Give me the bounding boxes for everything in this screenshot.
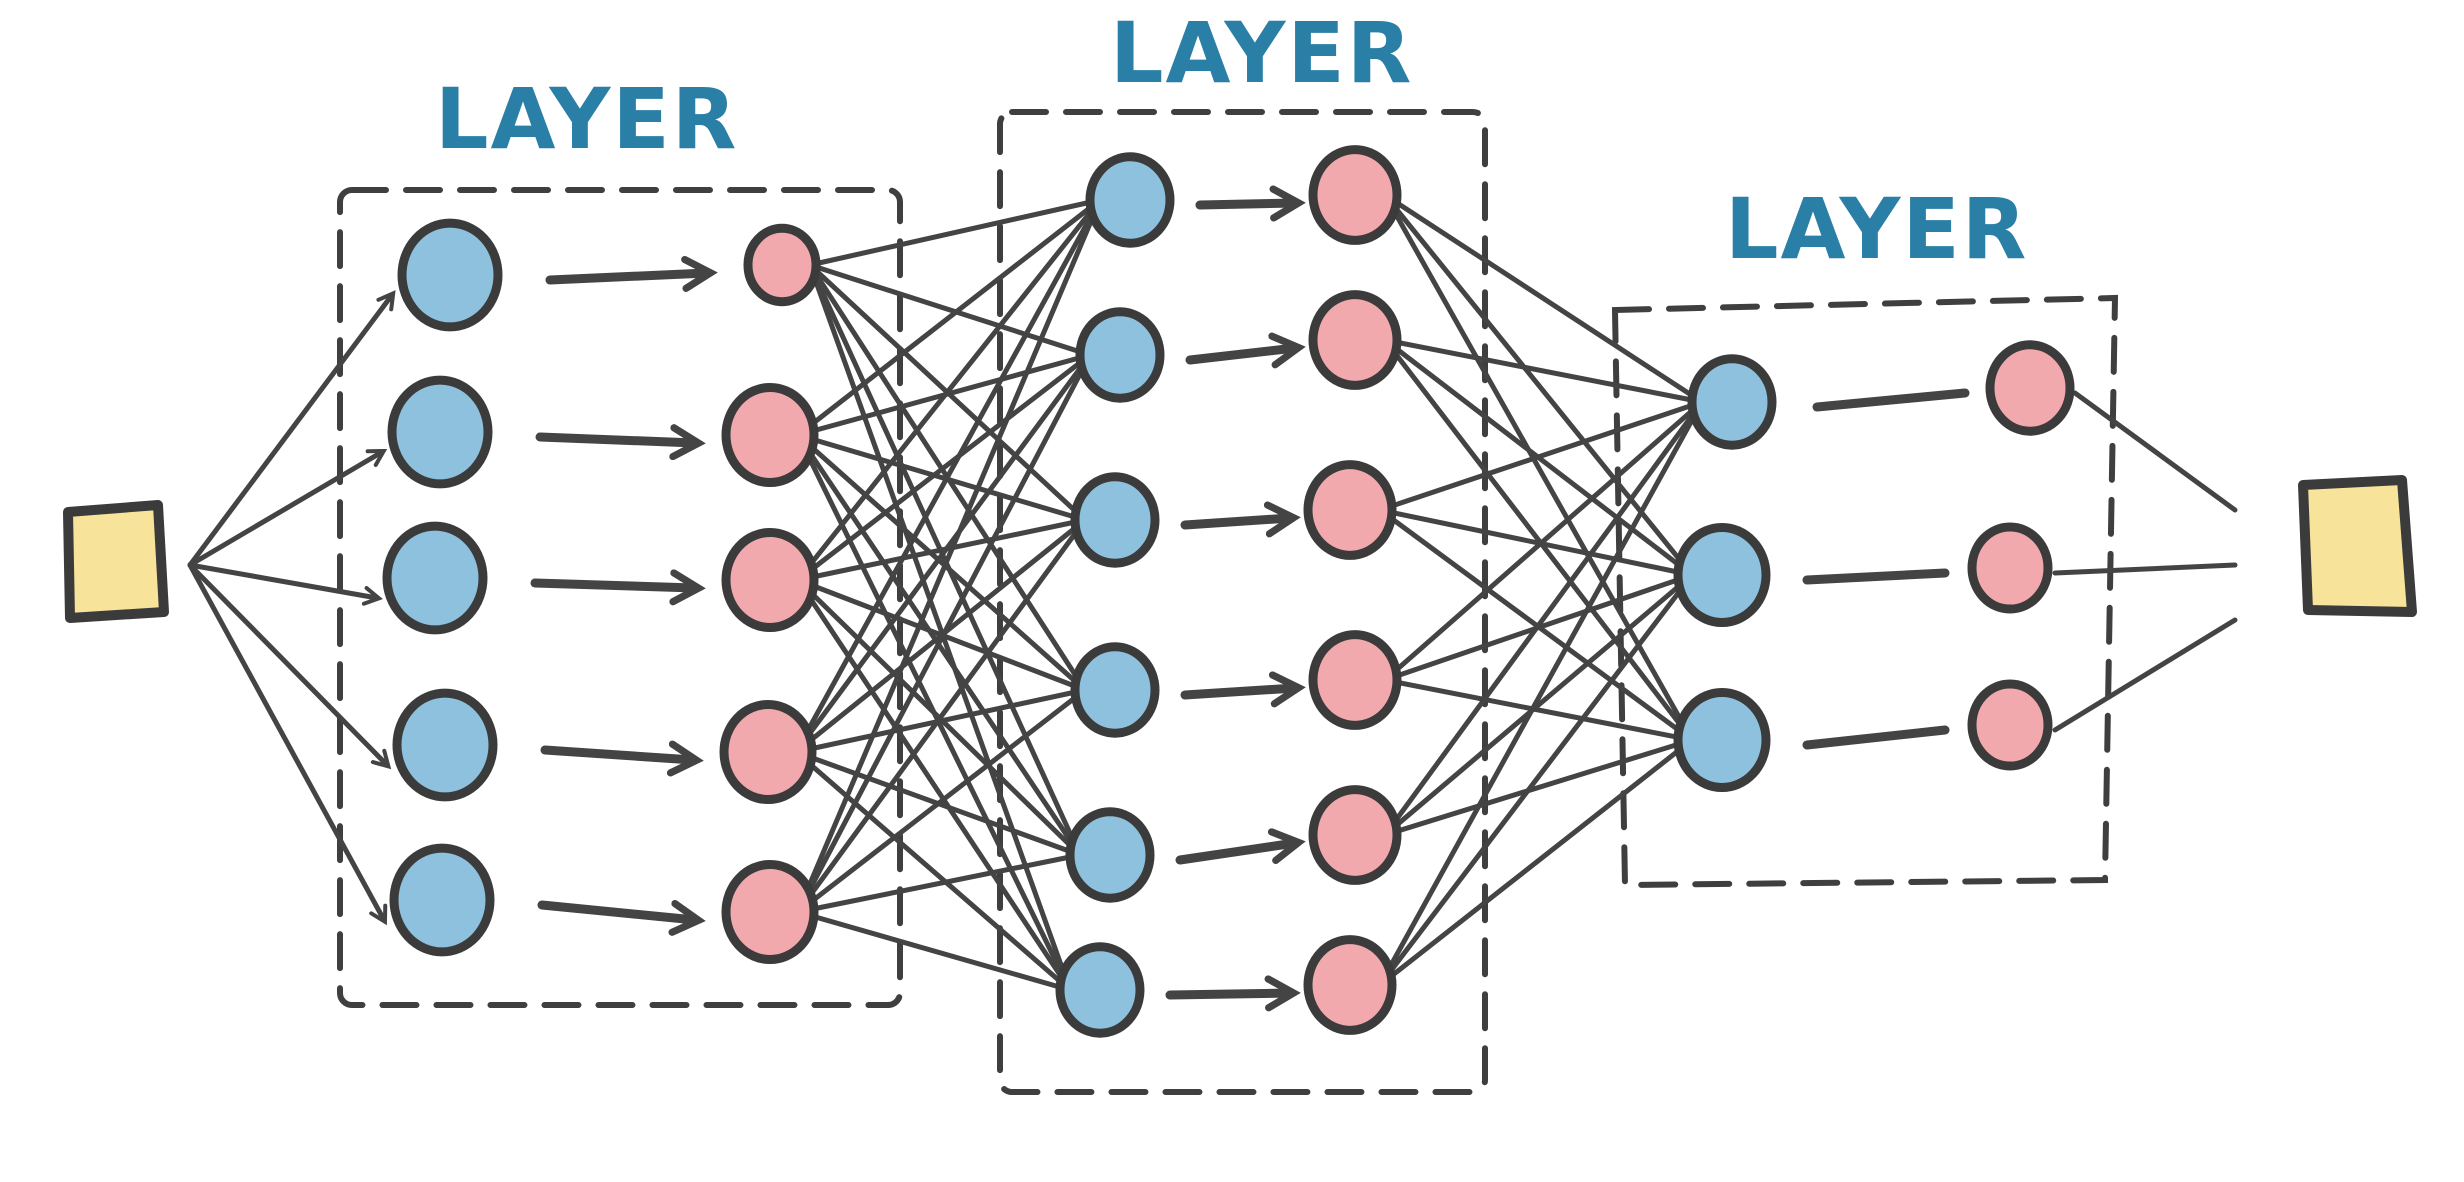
layer-1-output-node-3 [721,527,819,633]
layer-2-frame [997,109,1488,1095]
output-line-3 [2052,617,2238,733]
layer-2-arrow-5 [1175,828,1306,865]
link-l2-l3-3-0 [1382,399,1705,683]
layer-2-output-node-4 [1308,630,1402,730]
layer-2-output-node-1 [1308,145,1402,245]
link-l2-l3-4-0 [1382,399,1705,838]
layer-1-frame [337,187,903,1008]
link-l1-l2-4-3 [795,687,1088,915]
layer-1-arrow-2 [535,424,706,461]
link-l1-l2-4-1 [795,352,1093,915]
connections [793,192,2238,993]
input-arrow-5 [187,562,388,926]
link-l1-l2-4-4 [795,852,1083,915]
layer-1-output-node-5 [721,859,819,965]
layer-1-input-node-4 [392,688,498,802]
link-l1-l2-3-0 [793,197,1103,755]
link-l1-l2-2-2 [795,517,1088,583]
link-l2-l3-5-0 [1377,399,1705,988]
link-l1-l2-2-5 [795,577,1073,993]
layer-2-output-node-2 [1308,290,1402,390]
link-l1-l2-2-0 [795,197,1103,583]
link-l2-l3-0-0 [1382,192,1705,405]
link-l2-l3-4-2 [1382,737,1695,838]
input-arrow-2 [187,448,388,568]
link-l1-l2-3-5 [793,749,1073,993]
link-l1-l2-3-1 [793,352,1093,755]
layer-3-input-node-1 [1687,354,1777,450]
link-l1-l2-2-1 [795,352,1093,583]
arrows [187,185,1970,1012]
layer-2-input-node-1 [1085,152,1175,248]
layer-2-arrow-3 [1180,501,1301,538]
input-arrow-4 [187,562,392,770]
layer-3-input-node-2 [1673,522,1771,628]
layer-3-line-3 [1802,725,1950,750]
layer-1-output-node-1 [743,223,821,307]
link-l2-l3-2-1 [1377,507,1695,578]
layer-2-output-node-3 [1303,460,1397,560]
output-line-2 [2052,562,2238,576]
layer-1-arrow-1 [545,255,718,292]
layer-2-arrow-6 [1165,975,1301,1012]
link-l2-l3-5-2 [1377,737,1695,988]
link-l1-l2-1-3 [795,432,1088,693]
link-l1-l2-4-2 [795,517,1088,915]
link-l2-l3-2-0 [1377,399,1705,513]
layer-2-output-node-5 [1308,785,1402,885]
layer-1-input-node-2 [387,375,493,489]
layer-3-input-node-3 [1673,687,1771,793]
layer-1-input-node-1 [397,218,503,332]
input-arrow-3 [187,562,383,606]
layer-3-label: LAYER [1725,180,2028,278]
link-l1-l2-4-5 [795,909,1073,993]
input-arrow-1 [187,290,396,568]
link-l2-l3-4-1 [1382,572,1695,838]
layer-1-arrow-3 [530,569,706,606]
link-l2-l3-1-2 [1382,337,1695,743]
layer-3-output-node-3 [1967,679,2053,771]
layer-1-input-node-5 [389,843,495,957]
layer-1-output-node-2 [721,382,819,488]
layer-2-input-node-6 [1055,942,1145,1038]
output-node [2298,475,2417,617]
link-l1-l2-0-0 [807,197,1103,268]
layer-3-line-2 [1802,568,1950,585]
link-l1-l2-0-5 [807,262,1073,993]
layer-2-input-node-4 [1070,642,1160,738]
layer-2-input-node-5 [1065,807,1155,903]
layer-2-arrow-1 [1195,185,1306,222]
output-line-1 [2072,390,2238,513]
link-l2-l3-5-1 [1377,572,1695,988]
layer-1-arrow-5 [537,899,706,936]
layer-1-arrow-4 [540,740,704,777]
layer-2-arrow-4 [1180,671,1306,708]
layer-1-label: LAYER [435,70,738,168]
link-l1-l2-1-0 [795,197,1103,438]
layer-1-output-node-4 [719,699,817,805]
layer-1-input-node-3 [382,521,488,635]
layer-2-output-node-6 [1303,935,1397,1035]
link-l2-l3-3-2 [1382,677,1695,743]
link-l2-l3-0-1 [1382,192,1695,578]
layer-3-output-node-1 [1985,340,2075,436]
link-l1-l2-4-0 [795,197,1103,915]
nodes [382,145,2075,1038]
layer-2-input-node-3 [1070,472,1160,568]
layer-3-frame [1611,294,2119,889]
layer-2-label: LAYER [1110,4,1413,102]
input-node [63,500,169,623]
link-l2-l3-0-2 [1382,192,1695,743]
layer-3-output-node-2 [1967,522,2053,614]
link-l1-l2-0-1 [807,262,1093,358]
layer-2-arrow-2 [1185,332,1306,369]
link-l2-l3-1-0 [1382,337,1705,405]
link-l1-l2-1-2 [795,432,1088,523]
layer-3-line-1 [1812,388,1970,412]
layer-2-input-node-2 [1075,307,1165,403]
